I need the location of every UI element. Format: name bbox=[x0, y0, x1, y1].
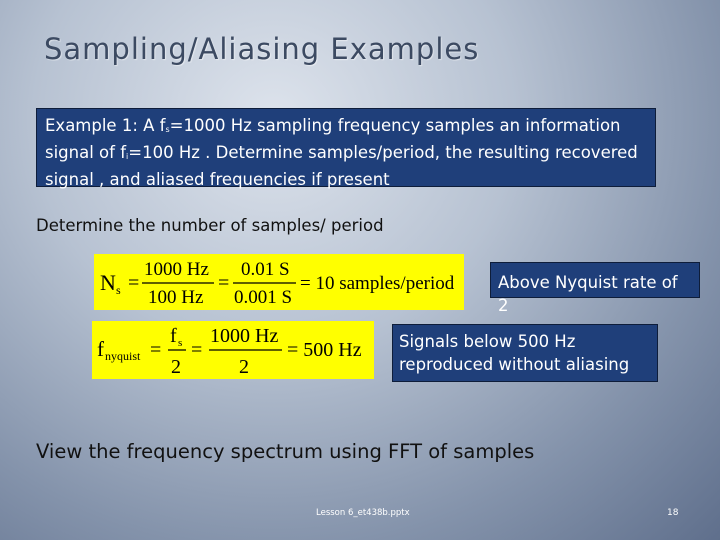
eq2-equals-2: = bbox=[191, 339, 202, 361]
slide-footer: Lesson 6_et438b.pptx bbox=[316, 508, 410, 518]
example-line-1-start: Example 1: A f bbox=[45, 116, 166, 135]
example-line-1: Example 1: A fs=1000 Hz sampling frequen… bbox=[45, 114, 647, 141]
eq1-fraction1-denominator: 100 Hz bbox=[148, 287, 203, 308]
eq1-fraction2-denominator: 0.001 S bbox=[234, 287, 292, 308]
eq2-lhs: f bbox=[97, 337, 104, 361]
equation-2-graphic: f nyquist = f s 2 = 1000 Hz 2 = 500 Hz bbox=[97, 325, 362, 378]
eq2-fraction2-numerator: 1000 Hz bbox=[210, 325, 278, 347]
eq1-result: = 10 samples/period bbox=[300, 273, 455, 294]
eq1-fraction1-numerator: 1000 Hz bbox=[144, 259, 209, 280]
example-line-1-end: =1000 Hz sampling frequency samples an i… bbox=[169, 116, 621, 135]
example-line-2-start: signal of f bbox=[45, 143, 127, 162]
eq1-lhs: N bbox=[100, 270, 116, 295]
fft-spectrum-text: View the frequency spectrum using FFT of… bbox=[36, 440, 535, 463]
example-line-2-end: =100 Hz . Determine samples/period, the … bbox=[128, 143, 638, 162]
eq1-equals-1: = bbox=[128, 272, 139, 294]
eq1-equals-2: = bbox=[218, 272, 229, 294]
example-problem-box: Example 1: A fs=1000 Hz sampling frequen… bbox=[36, 108, 656, 189]
equation-1-graphic: N s = 1000 Hz 100 Hz = 0.01 S 0.001 S = … bbox=[100, 259, 455, 308]
nyquist-rate-note: Above Nyquist rate of 2 bbox=[490, 262, 700, 315]
eq2-lhs-subscript: nyquist bbox=[105, 349, 141, 363]
eq2-result: = 500 Hz bbox=[287, 339, 362, 361]
eq2-equals-1: = bbox=[150, 339, 161, 361]
aliasing-note-line-1: Signals below 500 Hz bbox=[399, 332, 576, 351]
eq1-fraction2-numerator: 0.01 S bbox=[241, 259, 290, 280]
eq2-fraction1-numerator: f bbox=[170, 325, 177, 347]
samples-per-period-equation: N s = 1000 Hz 100 Hz = 0.01 S 0.001 S = … bbox=[94, 254, 464, 310]
eq1-lhs-subscript: s bbox=[116, 283, 121, 297]
eq2-fraction2-denominator: 2 bbox=[239, 356, 249, 378]
eq2-fraction1-denominator: 2 bbox=[171, 356, 181, 378]
nyquist-frequency-equation: f nyquist = f s 2 = 1000 Hz 2 = 500 Hz bbox=[92, 321, 374, 379]
slide-title: Sampling/Aliasing Examples bbox=[44, 32, 480, 66]
example-line-3: signal , and aliased frequencies if pres… bbox=[45, 170, 390, 189]
slide-page-number: 18 bbox=[667, 508, 679, 518]
example-line-2: signal of fi=100 Hz . Determine samples/… bbox=[45, 141, 647, 168]
eq2-fraction1-numerator-subscript: s bbox=[178, 337, 182, 349]
intro-text: Determine the number of samples/ period bbox=[36, 216, 384, 235]
aliasing-note-line-2: reproduced without aliasing bbox=[399, 355, 630, 374]
aliasing-note: Signals below 500 Hz reproduced without … bbox=[392, 324, 658, 382]
example-line-1-subscript: s bbox=[165, 125, 170, 134]
example-line-2-subscript: i bbox=[126, 152, 129, 161]
